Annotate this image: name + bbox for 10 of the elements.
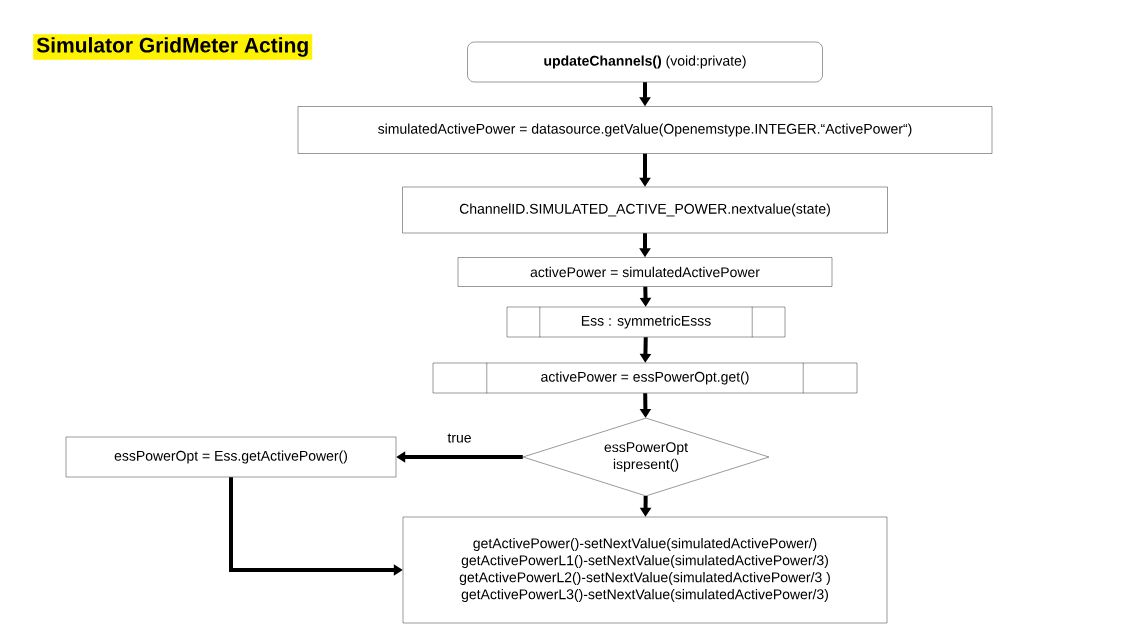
process-box: ChannelID.SIMULATED_ACTIVE_POWER.nextvalue(state) bbox=[402, 186, 888, 234]
title: Simulator GridMeter Acting bbox=[33, 34, 313, 60]
process-box: activePower = simulatedActivePower bbox=[457, 257, 833, 287]
subprocess-box: activePower = essPowerOpt.get() bbox=[432, 362, 858, 394]
process-box: getActivePower()-setNextValue(simulatedActivePower/) getActivePowerL1()-setNextValue(simulatedActivePower/3) getActivePowerL2()-setNextValue(simulatedActivePower/3 ) getActivePowerL3()-setNextValue(simulatedActivePower/3) bbox=[402, 516, 888, 624]
process-box: essPowerOpt = Ess.getActivePower() bbox=[65, 436, 397, 478]
edge-label: true bbox=[447, 433, 471, 443]
start-box: updateChannels() (void:private) bbox=[467, 41, 823, 83]
process-box: simulatedActivePower = datasource.getValue(Openemstype.INTEGER.“ActivePower“) bbox=[297, 106, 993, 154]
subprocess-box: Ess : symmetricEsss bbox=[506, 306, 786, 338]
